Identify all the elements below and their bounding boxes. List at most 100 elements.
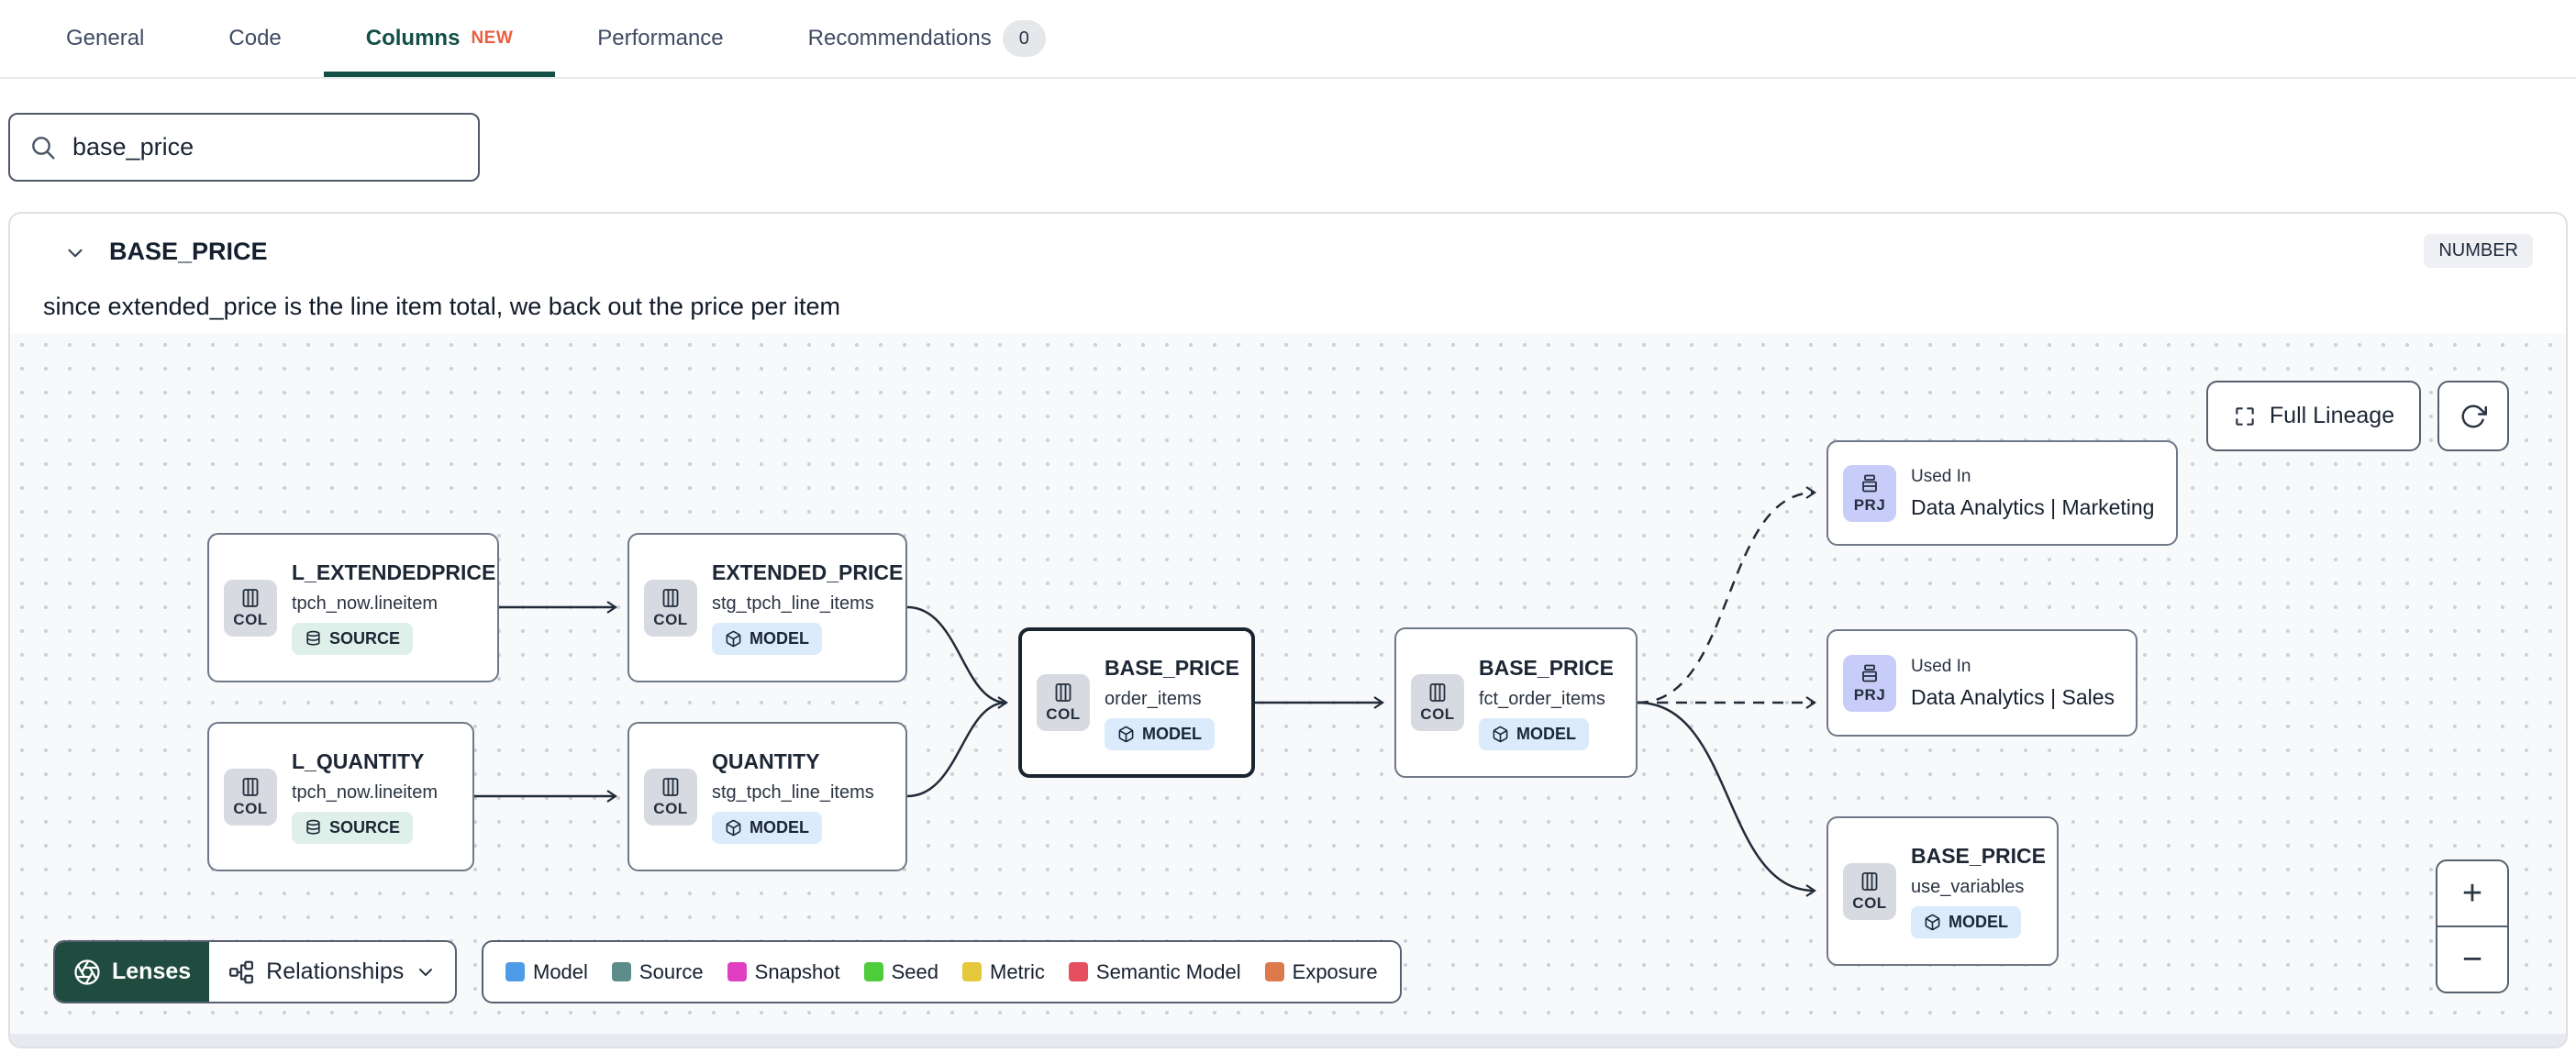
tab-columns-label: Columns [365,26,461,50]
legend-item-exposure: Exposure [1264,959,1378,984]
used-in-label: Used In [1911,656,1971,676]
used-in-label: Used In [1911,466,1971,486]
legend-item-model: Model [505,960,588,984]
legend-item-snapshot: Snapshot [727,960,840,984]
node-subtitle: tpch_now.lineitem [292,593,438,614]
expand-icon [2236,406,2254,426]
column-icon: COL [224,579,277,637]
column-title: BASE_PRICE [109,238,268,265]
horizontal-scrollbar[interactable] [10,1034,2566,1047]
refresh-icon [2461,405,2487,427]
model-chip: MODEL [1479,717,1589,750]
project-icon: PRJ [1843,654,1896,712]
lineage-graph[interactable]: COL L_EXTENDEDPRICE tpch_now.lineitem SO… [10,333,2566,1047]
lineage-node-base-price-fct-order-items[interactable]: COL BASE_PRICE fct_order_items MODEL [1394,627,1638,778]
relationships-dropdown[interactable]: Relationships [209,942,455,1002]
legend-swatch [962,962,982,981]
node-type-legend: Model Source Snapshot Seed Metric Semant… [482,940,1402,1003]
new-badge: NEW [471,28,514,48]
lineage-node-extended-price[interactable]: COL EXTENDED_PRICE stg_tpch_line_items M… [627,533,907,682]
full-lineage-button[interactable]: Full Lineage [2206,381,2421,451]
node-kind-label: PRJ [1853,685,1886,704]
tab-code[interactable]: Code [186,0,323,77]
node-title: BASE_PRICE [1911,844,2046,868]
lineage-node-base-price-use-variables[interactable]: COL BASE_PRICE use_variables MODEL [1827,816,2059,966]
legend-item-semantic-model: Semantic Model [1068,960,1241,984]
source-chip: SOURCE [292,623,414,655]
hierarchy-icon [229,960,254,983]
database-icon [306,630,320,646]
columns-icon [1861,871,1878,891]
recommendations-count-badge: 0 [1002,20,1046,57]
project-icon: PRJ [1843,464,1896,522]
lineage-node-base-price-order-items[interactable]: COL BASE_PRICE order_items MODEL [1018,627,1255,778]
tab-general[interactable]: General [24,0,186,77]
tab-recommendations[interactable]: Recommendations 0 [766,0,1088,77]
node-title: QUANTITY [712,749,820,773]
tab-general-label: General [66,26,145,50]
column-type-badge: NUMBER [2424,234,2533,268]
node-title: BASE_PRICE [1479,655,1614,680]
node-title: EXTENDED_PRICE [712,560,904,584]
node-title: L_QUANTITY [292,749,425,773]
tab-columns[interactable]: Columns NEW [323,0,556,77]
node-kind-label: COL [653,610,688,628]
node-badge-label: MODEL [1949,913,2008,931]
model-chip: MODEL [712,812,822,844]
full-lineage-label: Full Lineage [2269,403,2395,428]
legend-label: Source [638,959,704,983]
node-subtitle: fct_order_items [1479,688,1605,709]
node-badge-label: SOURCE [329,629,401,648]
lineage-node-l-quantity[interactable]: COL L_QUANTITY tpch_now.lineitem SOURCE [207,722,474,871]
tab-performance-label: Performance [597,26,724,50]
tab-code-label: Code [228,26,282,50]
column-icon: COL [1037,674,1090,731]
archive-icon [1862,664,1877,682]
refresh-button[interactable] [2437,381,2509,451]
search-icon [32,136,55,160]
lens-controls: Lenses Relationships [53,940,458,1003]
node-subtitle: order_items [1105,688,1202,709]
column-icon: COL [1411,674,1464,731]
cube-icon [1118,726,1134,742]
source-chip: SOURCE [292,812,414,844]
node-badge-label: MODEL [749,629,809,648]
lineage-edges [474,486,1816,897]
chevron-down-icon[interactable] [63,241,87,265]
node-subtitle: stg_tpch_line_items [712,782,874,803]
columns-icon [242,588,259,607]
model-chip: MODEL [1911,906,2021,938]
legend-item-source: Source [611,959,704,984]
zoom-in-button[interactable]: + [2437,861,2507,927]
node-subtitle: use_variables [1911,877,2025,897]
aperture-icon [74,959,100,985]
node-kind-label: COL [1852,893,1887,912]
tab-performance[interactable]: Performance [555,0,765,77]
legend-swatch [863,962,883,981]
cube-icon [726,819,741,837]
lineage-node-usedin-marketing[interactable]: PRJ Used In Data Analytics | Marketing [1827,440,2178,546]
lineage-node-l-extendedprice[interactable]: COL L_EXTENDEDPRICE tpch_now.lineitem SO… [207,533,499,682]
chevron-down-icon [419,968,433,976]
lenses-button[interactable]: Lenses [55,942,210,1002]
zoom-out-button[interactable]: − [2461,939,2483,979]
legend-swatch [505,962,525,981]
lineage-node-quantity[interactable]: COL QUANTITY stg_tpch_line_items MODEL [627,722,907,871]
legend-label: Seed [891,959,938,983]
node-subtitle: stg_tpch_line_items [712,593,874,614]
column-icon: COL [1843,862,1896,920]
legend-item-metric: Metric [962,960,1045,984]
relationships-label: Relationships [266,959,405,984]
column-card: BASE_PRICE NUMBER since extended_price i… [8,212,2568,1048]
lineage-node-usedin-sales[interactable]: PRJ Used In Data Analytics | Sales [1827,629,2137,737]
node-kind-label: COL [233,610,268,628]
node-title: BASE_PRICE [1105,655,1239,680]
legend-label: Exposure [1292,959,1378,983]
node-kind-label: COL [1420,705,1455,723]
column-search[interactable] [8,113,480,182]
node-badge-label: MODEL [1516,724,1576,743]
legend-label: Model [533,959,588,983]
zoom-controls: + − [2436,859,2509,993]
node-title: L_EXTENDEDPRICE [292,560,496,584]
search-input[interactable] [72,133,460,161]
